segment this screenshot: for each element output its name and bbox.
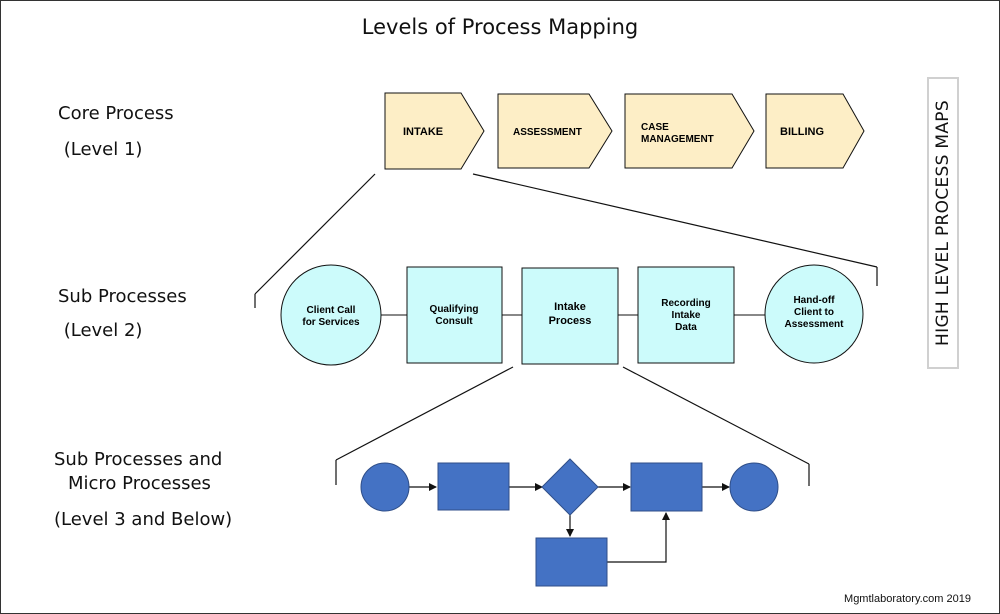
sub-step-hand-off: Hand-off Client to Assessment (764, 264, 864, 364)
level-3-label-line: (Level 3 and Below) (54, 509, 233, 530)
sub-step-shape (637, 266, 735, 364)
sub-step-label: Hand-off (793, 295, 835, 306)
level-3-label: Sub Processes and Micro Processes (Level… (54, 448, 232, 532)
sub-step-label: for Services (302, 317, 360, 328)
micro-process-box (437, 462, 510, 511)
core-step-shape (624, 93, 755, 169)
sub-step-label: Client to (794, 307, 834, 318)
core-step-label: BILLING (780, 126, 824, 138)
sub-step-shape (280, 264, 382, 366)
core-step-case-management: CASE MANAGEMENT (624, 93, 755, 169)
sub-step-client-call: Client Call for Services (280, 264, 382, 366)
sub-step-qualifying-consult: Qualifying Consult (406, 266, 503, 364)
micro-start-node (360, 462, 410, 512)
sub-step-recording-intake-data: Recording Intake Data (637, 266, 735, 364)
sub-step-label: Recording (661, 298, 710, 309)
micro-process-box (630, 462, 703, 512)
micro-process-box (535, 537, 608, 587)
zoom-line (335, 366, 514, 461)
core-step-intake: INTAKE (384, 92, 485, 170)
micro-arrow (607, 512, 670, 563)
sub-step-shape (406, 266, 503, 364)
zoom-line (254, 173, 376, 295)
sub-step-label: Assessment (785, 319, 845, 330)
level-2-label-line: Sub Processes (58, 286, 187, 307)
level-1-label: Core Process (Level 1) (58, 102, 174, 162)
micro-decision-diamond (541, 458, 599, 516)
credit-text: Mgmtlaboratory.com 2019 (844, 593, 971, 605)
core-step-billing: BILLING (765, 93, 865, 169)
core-step-shape (497, 93, 613, 169)
sub-step-label: Process (549, 315, 592, 327)
core-step-label: MANAGEMENT (641, 134, 714, 145)
level-2-label: Sub Processes (Level 2) (58, 285, 187, 343)
sub-step-label: Consult (435, 316, 473, 327)
zoom-line (472, 173, 878, 268)
sub-step-shape (521, 267, 619, 365)
level-1-label-line: (Level 1) (58, 139, 143, 160)
core-step-shape (384, 92, 485, 170)
sub-step-label: Client Call (307, 305, 356, 316)
sub-step-shape (764, 264, 864, 364)
core-step-shape (765, 93, 865, 169)
micro-end-node (729, 462, 779, 512)
level-2-label-line: (Level 2) (58, 320, 143, 341)
level-3-label-line: Micro Processes (68, 473, 211, 494)
level-1-label-line: Core Process (58, 103, 174, 124)
sub-step-label: Intake (554, 301, 586, 313)
zoom-line (622, 366, 810, 465)
core-step-assessment: ASSESSMENT (497, 93, 613, 169)
core-step-label: CASE (641, 122, 669, 133)
diagram-title: Levels of Process Mapping (361, 15, 639, 39)
side-label-box: HIGH LEVEL PROCESS MAPS (927, 77, 959, 369)
side-label: HIGH LEVEL PROCESS MAPS (933, 100, 953, 346)
sub-step-label: Qualifying (430, 304, 479, 315)
level-3-label-line: Sub Processes and (54, 449, 223, 470)
sub-step-label: Data (675, 322, 697, 333)
core-step-label: ASSESSMENT (513, 127, 582, 138)
sub-step-label: Intake (672, 310, 701, 321)
core-step-label: INTAKE (403, 126, 443, 138)
sub-step-intake-process: Intake Process (521, 267, 619, 365)
